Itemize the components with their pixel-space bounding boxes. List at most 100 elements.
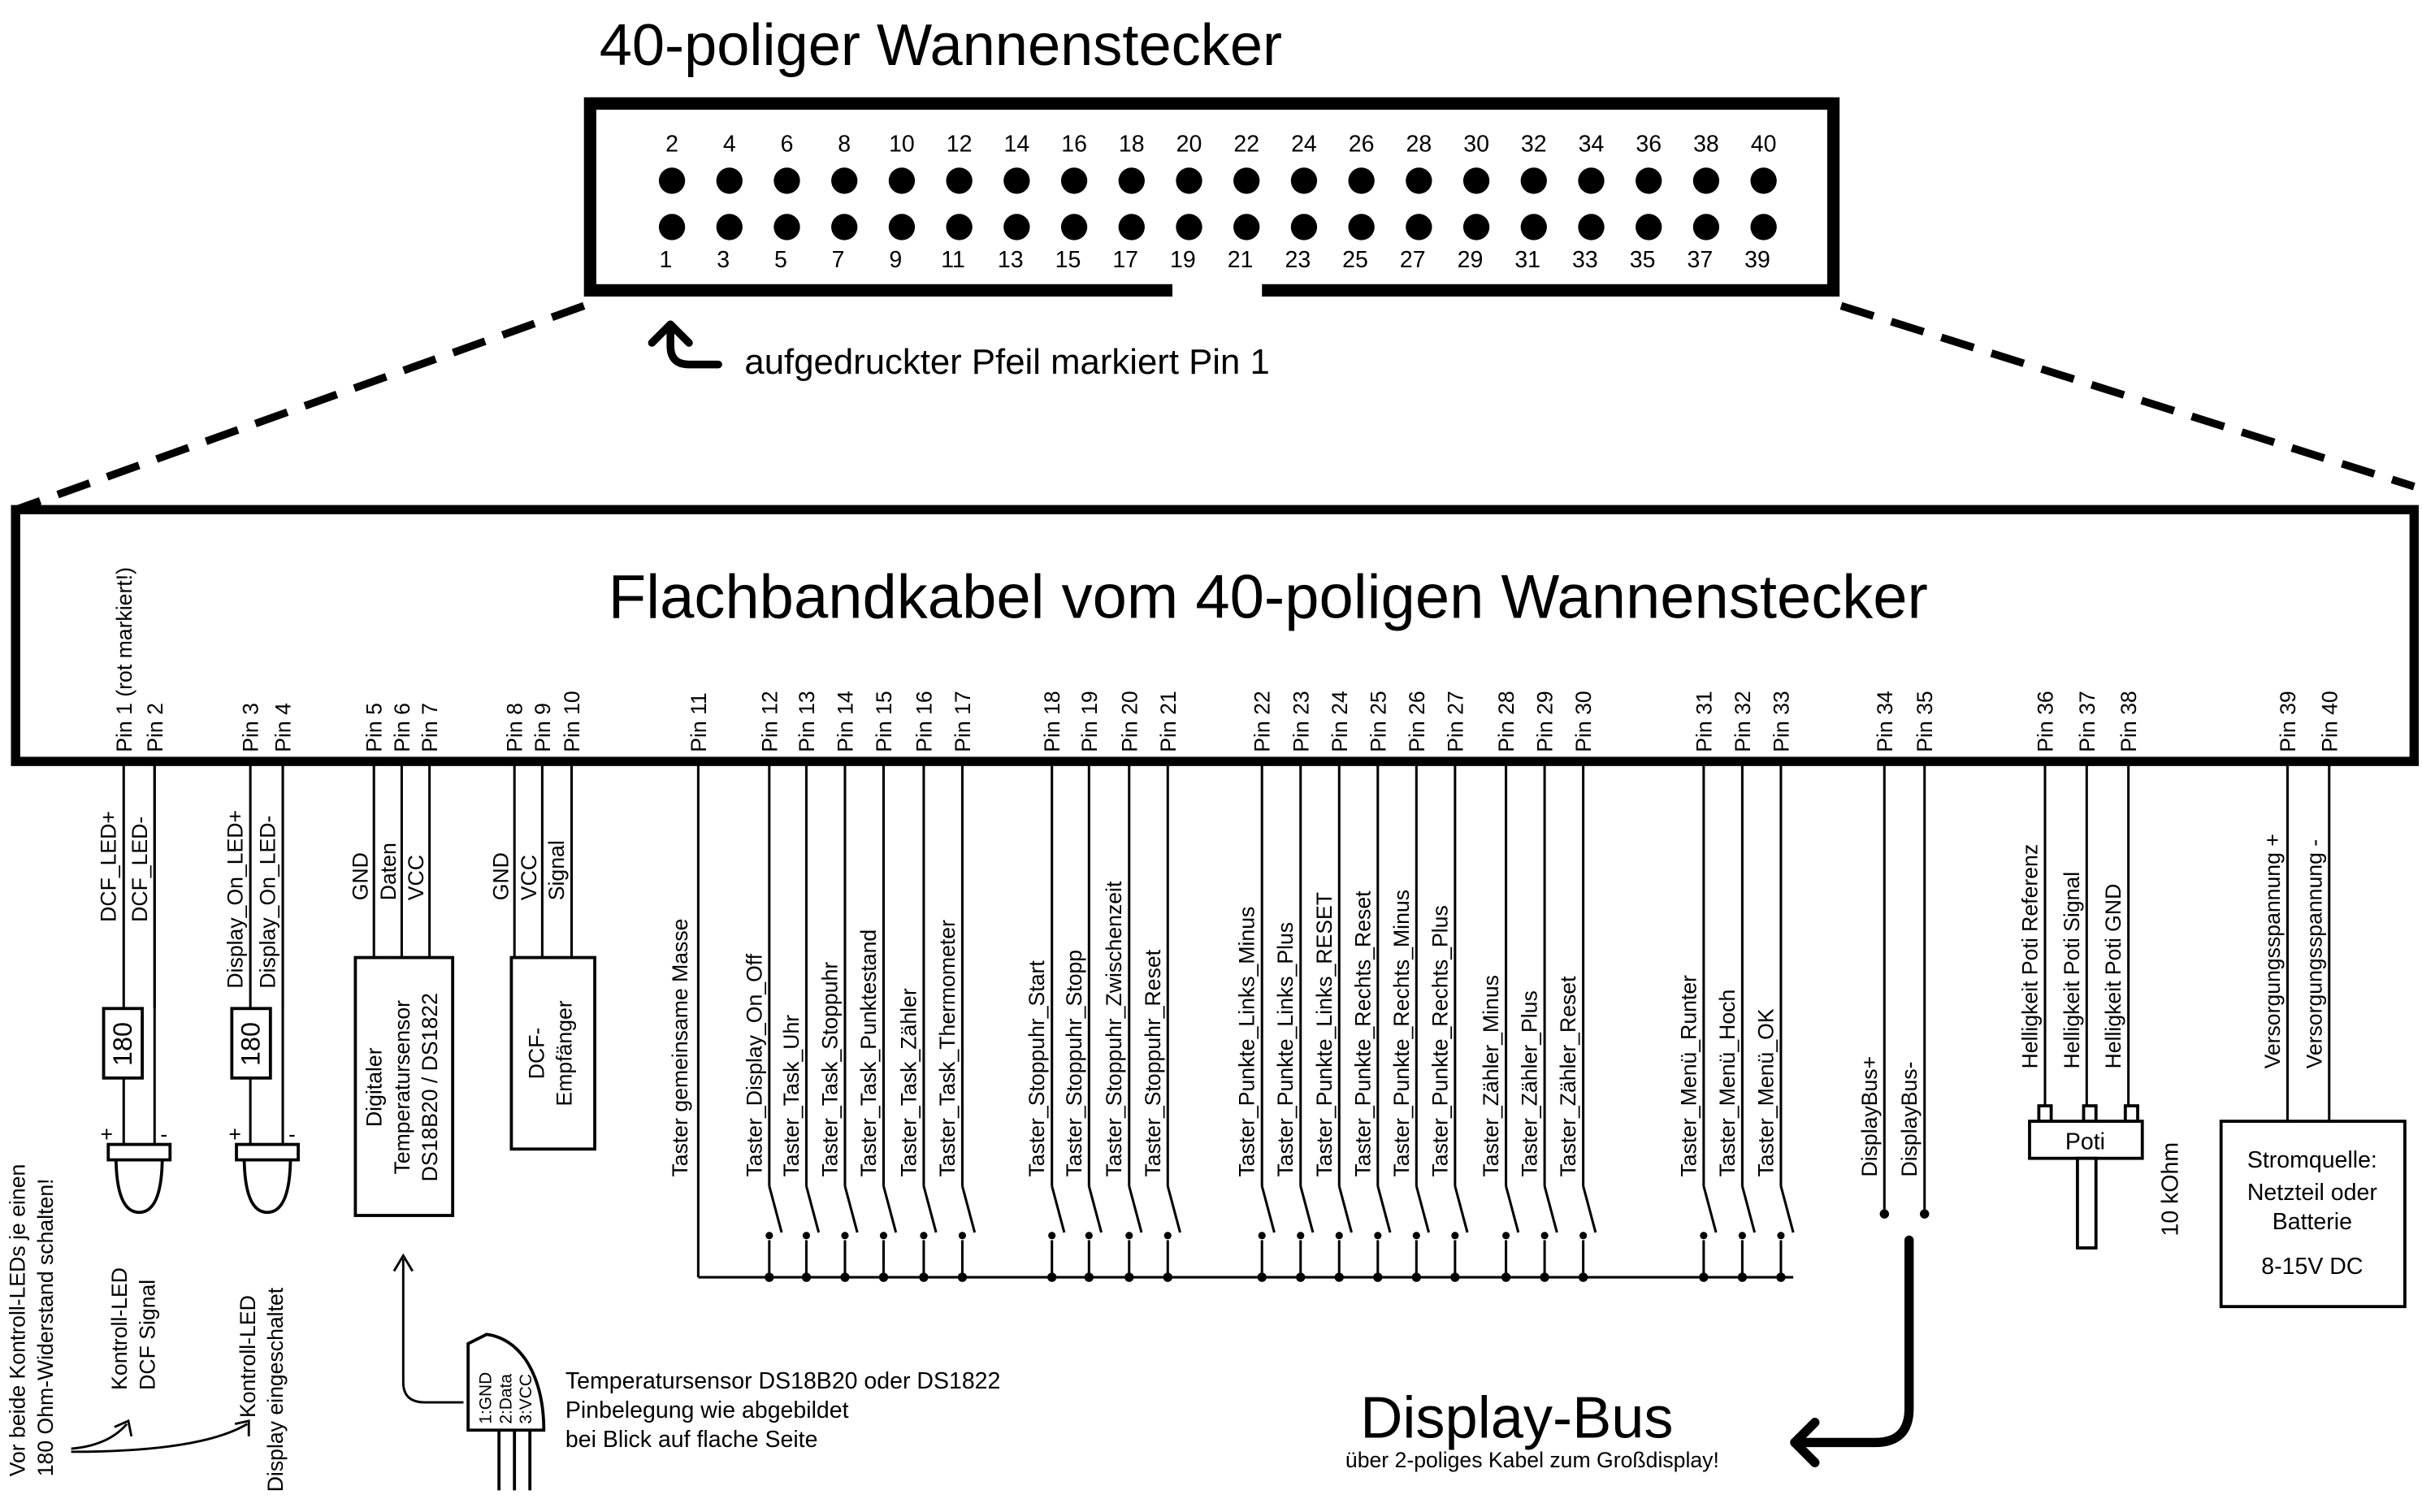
signal-label-pin16: Taster_Task_Zähler [896, 988, 921, 1176]
connector-housing [583, 97, 1840, 297]
connector-pin [1118, 167, 1145, 194]
connector-pin [658, 167, 686, 194]
ground-junction [1163, 1272, 1172, 1282]
resistor-note-arrows-icon [71, 1419, 250, 1454]
ground-junction [1501, 1272, 1511, 1282]
signal-label-pin23: Taster_Punkte_Links_Plus [1273, 922, 1298, 1177]
signal-label-pin22: Taster_Punkte_Links_Minus [1235, 907, 1259, 1177]
cable-pin-label: Pin 6 [390, 703, 414, 752]
temp-sensor-box [353, 955, 455, 1217]
cable-pin-label: Pin 2 [143, 703, 167, 752]
connector-pin-number: 23 [1285, 247, 1311, 273]
cable-pin-label: Pin 28 [1494, 691, 1519, 752]
connector-pin [1348, 167, 1375, 194]
led-display-label-1: Kontroll-LED [236, 1295, 260, 1418]
signal-label-pin9: VCC [517, 855, 541, 900]
led-display-group: 180 + - Kontroll-LED Display eingeschalt… [228, 1007, 300, 1492]
led-display-rim [235, 1142, 300, 1162]
ground-junction [1699, 1272, 1709, 1282]
cable-pin-label: Pin 30 [1571, 691, 1596, 752]
signal-label-pin15: Taster_Task_Punktestand [856, 929, 881, 1177]
resistor-note-2: 180 Ohm-Widerstand schalten! [33, 1178, 58, 1476]
dcf-receiver-line-2: Empfänger [552, 1000, 577, 1106]
temp-sensor-line-1: Digitaler [362, 1047, 387, 1127]
led-dcf-group: 180 + - Kontroll-LED DCF Signal [101, 1007, 172, 1390]
cable-pin-label: Pin 12 [757, 691, 782, 752]
ground-junction [1124, 1272, 1134, 1282]
led-dcf-plus: + [101, 1122, 114, 1146]
signal-label-pin12: Taster_Display_On_Off [742, 953, 766, 1176]
connector-pin [1003, 167, 1030, 194]
signal-label-pin5: GND [349, 852, 373, 900]
connector-pin [1636, 167, 1662, 194]
connector-pin [1750, 214, 1777, 240]
cable-pin-label: Pin 14 [833, 691, 857, 752]
poti-label: Poti [2065, 1129, 2105, 1155]
cable-pin-label: Pin 34 [1873, 691, 1897, 752]
poti-value: 10 kOhm [2157, 1142, 2183, 1237]
connector-pin [1290, 167, 1318, 194]
cable-wires [122, 761, 2331, 1279]
connector-pin-number: 21 [1228, 247, 1254, 273]
dcf-receiver-box [509, 955, 596, 1151]
ground-junction [1737, 1272, 1748, 1282]
signal-label-pin33: Taster_Menü_OK [1753, 1008, 1778, 1176]
signal-label-pin27: Taster_Punkte_Rechts_Plus [1428, 905, 1452, 1176]
connector-pin-number: 39 [1744, 247, 1770, 273]
connector-pin-number: 37 [1687, 247, 1713, 273]
connector-pin [1060, 167, 1088, 194]
connector-pin-number: 7 [832, 247, 845, 273]
connector-pin-number: 22 [1233, 131, 1259, 157]
cable-pin-label: Pin 25 [1366, 691, 1390, 752]
connector-pin [1520, 167, 1547, 194]
connector-pin [946, 214, 973, 240]
connector-pin-number: 13 [998, 247, 1024, 273]
connector-pin-number: 3 [717, 247, 730, 273]
ground-junction [1373, 1272, 1383, 1282]
sensor-note-3: bei Blick auf flache Seite [565, 1427, 818, 1453]
signal-label-pin19: Taster_Stoppuhr_Stopp [1062, 950, 1086, 1177]
ground-junction [1084, 1272, 1094, 1282]
connector-pin [888, 214, 916, 240]
connector-title: 40-poliger Wannenstecker [600, 13, 1282, 78]
connector-pin [1406, 214, 1432, 240]
potentiometer-icon [2028, 1104, 2144, 1250]
signal-label-pin11: Taster gemeinsame Masse [668, 919, 692, 1177]
power-supply-line-3: Batterie [2273, 1209, 2352, 1235]
connector-pin-number: 10 [889, 131, 915, 157]
connector-pin [716, 214, 743, 240]
connector-pin-number: 19 [1170, 247, 1196, 273]
connector-pin-number: 29 [1458, 247, 1484, 273]
cable-pin-label: Pin 5 [362, 703, 387, 752]
sensor-note-1: Temperatursensor DS18B20 oder DS1822 [565, 1368, 1000, 1394]
cable-pin-label: Pin 19 [1077, 691, 1102, 752]
led-dcf-label-2: DCF Signal [135, 1280, 159, 1390]
sensor-pin-2: 2:Data [496, 1374, 515, 1424]
led-dcf-minus: - [160, 1122, 167, 1146]
cable-pin-label: Pin 40 [2317, 691, 2342, 752]
connector-pin-number: 28 [1406, 131, 1432, 157]
signal-label-pin7: VCC [404, 855, 428, 900]
pin1-arrow-note: aufgedruckter Pfeil markiert Pin 1 [744, 342, 1269, 382]
ground-junction [1334, 1272, 1344, 1282]
connector-pin-number: 9 [889, 247, 902, 273]
temp-sensor-line-3: DS18B20 / DS1822 [418, 993, 442, 1181]
sensor-pin-3: 3:VCC [517, 1374, 535, 1424]
connector-pin [1462, 214, 1490, 240]
signal-label-pin32: Taster_Menü_Hoch [1715, 990, 1740, 1177]
connector-pin-number: 1 [660, 247, 673, 273]
signal-label-pin18: Taster_Stoppuhr_Start [1025, 960, 1049, 1177]
signal-label-pin2: DCF_LED- [128, 817, 152, 922]
connector-pin-number: 15 [1055, 247, 1081, 273]
connector-pin-number: 12 [947, 131, 973, 157]
ground-junction [765, 1272, 774, 1282]
power-supply-box [2219, 1120, 2407, 1309]
connector-pin [1003, 214, 1030, 240]
signal-label-pin34: DisplayBus+ [1857, 1056, 1882, 1177]
signal-label-pin40: Versorgungsspannung - [2302, 839, 2326, 1069]
ground-junction [1540, 1272, 1549, 1282]
